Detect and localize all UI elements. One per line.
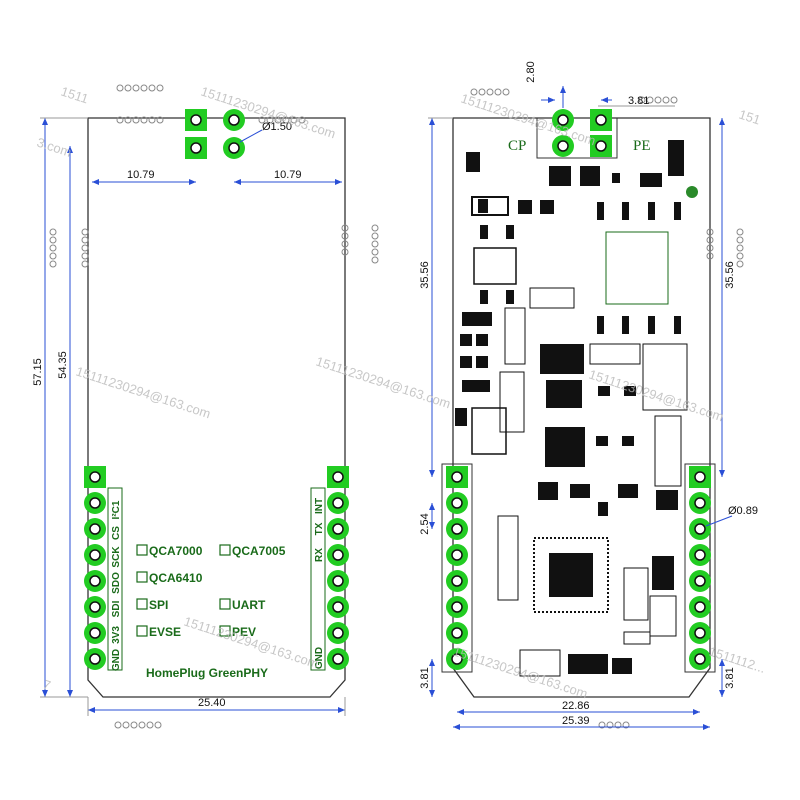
- right-dimension-labels: 2.80 3.81 35.56 35.56 2.54 Ø0.89 3.81 3.…: [419, 61, 758, 727]
- right-top-pads: CP PE: [508, 109, 651, 159]
- right-header-left: [446, 466, 468, 670]
- checkbox-pev: PEV: [232, 625, 256, 639]
- left-board-outline: [87, 117, 346, 698]
- dim-height-right: 35.56: [724, 261, 736, 289]
- pin-label-sck: SCK: [111, 546, 122, 568]
- right-board: CP PE: [419, 61, 758, 730]
- checkbox-qca7000: QCA7000: [149, 544, 203, 558]
- left-pin-labels: I²C1 CS SCK SDO SDI 3V3 GND INT TX RX GN…: [107, 487, 326, 671]
- left-header-left: [84, 466, 106, 670]
- pin-label-int: INT: [314, 498, 325, 514]
- dim-height-inner: 54.35: [57, 351, 69, 379]
- watermark-8: 1511: [59, 84, 90, 107]
- label-cp: CP: [508, 138, 526, 154]
- left-dimensions: [40, 117, 346, 716]
- watermark-10: 7: [41, 677, 53, 694]
- dim-hole-diameter: Ø1.50: [262, 121, 292, 133]
- pin-label-rx: RX: [314, 548, 325, 562]
- right-header-right: [689, 466, 711, 670]
- product-name: HomePlug GreenPHY: [146, 666, 268, 680]
- checkbox-qca6410: QCA6410: [149, 571, 203, 585]
- dim-top-left-offset: 10.79: [127, 169, 155, 181]
- dim-width-inner: 22.86: [562, 700, 590, 712]
- header-outline-boxes: [441, 463, 716, 673]
- option-checkboxes: QCA7000 QCA7005 QCA6410 SPI UART EVSE PE…: [136, 544, 286, 639]
- left-board: I²C1 CS SCK SDO SDI 3V3 GND INT TX RX GN…: [32, 84, 379, 729]
- checkbox-spi: SPI: [149, 598, 168, 612]
- right-dimensions: [428, 86, 733, 730]
- left-top-pads: [185, 109, 245, 159]
- left-dimension-labels: 57.15 54.35 10.79 10.79 Ø1.50 25.40: [32, 121, 302, 709]
- checkbox-uart: UART: [232, 598, 266, 612]
- pin-label-3v3: 3V3: [111, 626, 122, 644]
- pin-label-tx: TX: [314, 522, 325, 535]
- left-top-holes: [49, 84, 379, 729]
- pin-label-gnd-left: GND: [111, 649, 122, 671]
- dim-width: 25.40: [198, 697, 226, 709]
- dim-height-left: 35.56: [419, 261, 431, 289]
- dim-top-pin-offset: 3.81: [628, 95, 649, 107]
- dim-top-pin-gap: 2.80: [525, 61, 537, 82]
- dim-width-outer: 25.39: [562, 715, 590, 727]
- left-header-right: [327, 466, 349, 670]
- watermark-12: 3.com: [35, 135, 73, 160]
- dim-pitch: 2.54: [419, 513, 431, 534]
- dim-top-right-offset: 10.79: [274, 169, 302, 181]
- pcb-components: [455, 140, 698, 677]
- dim-pad-diameter: Ø0.89: [728, 505, 758, 517]
- checkbox-evse: EVSE: [149, 625, 181, 639]
- dim-bottom-left: 3.81: [419, 667, 431, 688]
- checkbox-qca7005: QCA7005: [232, 544, 286, 558]
- watermark-9: 151: [737, 107, 762, 128]
- pin-label-cs: CS: [111, 526, 122, 540]
- pin-label-sdi: SDI: [111, 600, 122, 617]
- pin-label-i2c1: I²C1: [111, 500, 122, 519]
- dim-height-outer: 57.15: [32, 358, 44, 386]
- label-pe: PE: [633, 138, 651, 154]
- pin-label-gnd-right: GND: [314, 647, 325, 669]
- watermark-11: 1511112...: [707, 644, 767, 676]
- pin-label-sdo: SDO: [111, 572, 122, 594]
- dim-bottom-right: 3.81: [724, 667, 736, 688]
